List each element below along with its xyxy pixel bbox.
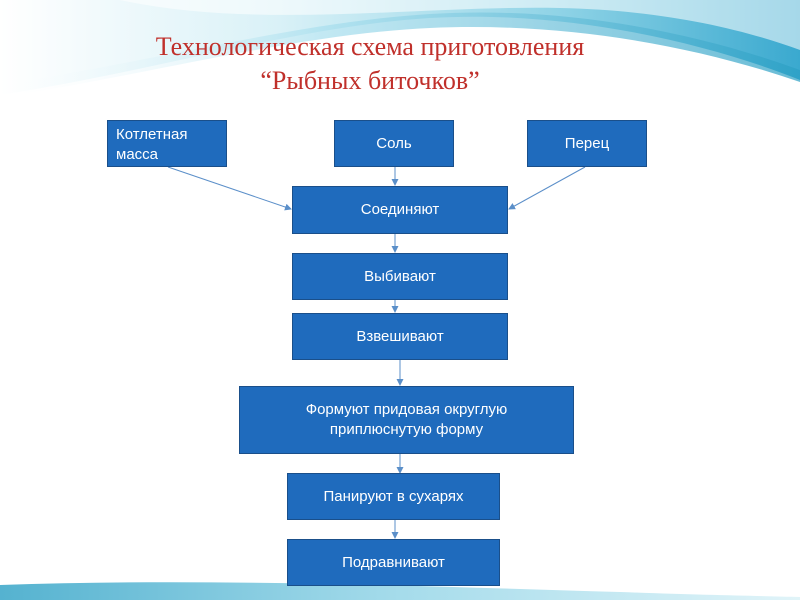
node-vybivayut: Выбивают xyxy=(292,253,508,300)
node-podravnivayut: Подравнивают xyxy=(287,539,500,586)
node-vzveshivayut: Взвешивают xyxy=(292,313,508,360)
wave-top-highlight xyxy=(120,0,800,50)
node-perets: Перец xyxy=(527,120,647,167)
node-soedinyayut: Соединяют xyxy=(292,186,508,234)
title-line-2: “Рыбных биточков” xyxy=(260,66,480,95)
node-paniruyut: Панируют в сухарях xyxy=(287,473,500,520)
wave-bottom-band xyxy=(0,582,800,600)
title-line-1: Технологическая схема приготовления xyxy=(155,32,585,61)
wave-top-ribbon xyxy=(0,12,800,98)
node-kotletnaya-massa: Котлетная масса xyxy=(107,120,227,167)
node-sol: Соль xyxy=(334,120,454,167)
node-formuyut: Формуют придовая округлую приплюснутую ф… xyxy=(239,386,574,454)
arrow-kotletnaya-to-soedinyayut xyxy=(167,166,292,211)
arrow-perets-to-soedinyayut xyxy=(508,166,586,210)
